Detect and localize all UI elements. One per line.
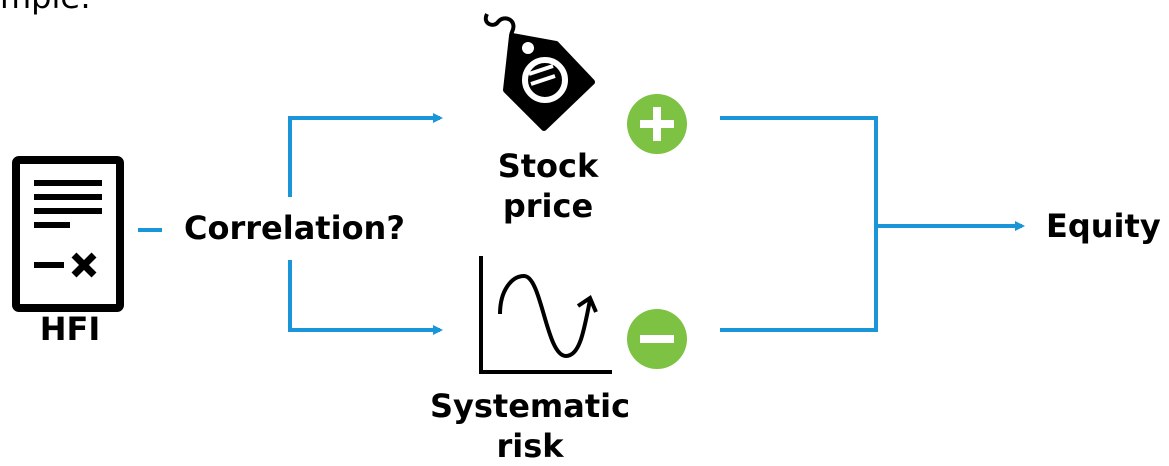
minus-circle-icon — [627, 309, 687, 369]
hfi-label: HFI — [39, 310, 101, 348]
correlation-label: Correlation? — [184, 209, 405, 247]
plus-circle-icon — [627, 94, 687, 154]
stock-price-line1: Stock — [497, 147, 599, 185]
systematic-risk-label: Systematic risk — [420, 386, 640, 466]
split-connector — [288, 113, 443, 335]
systematic-risk-line2: risk — [496, 427, 564, 465]
sine-wave-chart-icon — [479, 256, 612, 374]
equity-label: Equity — [1046, 207, 1161, 245]
truncated-heading: mple: — [0, 0, 91, 16]
stock-price-label: Stock price — [478, 146, 618, 226]
document-icon — [12, 156, 124, 312]
systematic-risk-line1: Systematic — [429, 387, 631, 425]
merge-connector — [720, 116, 1025, 332]
stock-price-line2: price — [502, 187, 594, 225]
euro-price-tag-icon — [483, 13, 595, 131]
